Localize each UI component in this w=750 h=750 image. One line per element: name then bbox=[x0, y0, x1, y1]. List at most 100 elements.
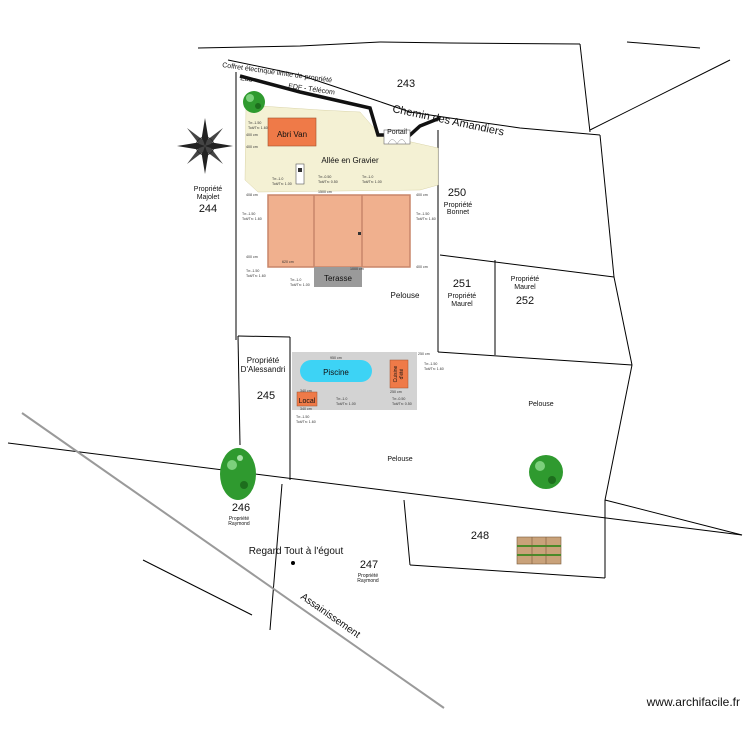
road-upper-edge bbox=[227, 59, 601, 136]
svg-text:Tn:-1.0: Tn:-1.0 bbox=[336, 397, 347, 401]
parcel-252-number: 252 bbox=[516, 295, 534, 307]
svg-text:1500 cm: 1500 cm bbox=[318, 190, 332, 194]
svg-text:1000 cm: 1000 cm bbox=[350, 267, 364, 271]
boundary-lower-left bbox=[142, 559, 253, 616]
boundary-left-lower bbox=[237, 335, 241, 446]
regard-point bbox=[291, 561, 295, 565]
svg-text:620 cm: 620 cm bbox=[282, 260, 294, 264]
boundary-248-bottom bbox=[409, 564, 606, 579]
parcel-248-number: 248 bbox=[471, 530, 489, 542]
dimension-labels: Tn:-1.50 Toit/Tn: 1.60 400 cm 400 cm Tn:… bbox=[242, 121, 444, 424]
boundary-far-right bbox=[604, 499, 743, 536]
parcel-245-number: 245 bbox=[257, 390, 275, 402]
svg-text:Toit/Tn: 0.50: Toit/Tn: 0.50 bbox=[392, 402, 412, 406]
compass-rose-icon bbox=[177, 118, 233, 174]
parcel-252-owner-1: Propriété bbox=[511, 276, 540, 283]
svg-text:Toit/Tn: 1.60: Toit/Tn: 1.60 bbox=[248, 126, 268, 130]
road-line bbox=[239, 74, 441, 137]
pelouse-1-label: Pelouse bbox=[391, 291, 420, 300]
piscine bbox=[300, 360, 372, 382]
parcel-246-number: 246 bbox=[232, 502, 250, 514]
boundary-246-247 bbox=[269, 483, 283, 631]
svg-text:Tn:-1.0: Tn:-1.0 bbox=[362, 175, 373, 179]
svg-text:Toit/Tn: 1.60: Toit/Tn: 1.60 bbox=[242, 217, 262, 221]
cuisine-label-1: Cuisine bbox=[393, 365, 399, 382]
svg-text:Toit/Tn: 1.60: Toit/Tn: 1.60 bbox=[424, 367, 444, 371]
svg-text:250 cm: 250 cm bbox=[418, 352, 430, 356]
tree-icon-246 bbox=[220, 448, 256, 500]
portail-label: Portail bbox=[387, 129, 407, 136]
parcel-251-owner-2: Maurel bbox=[451, 301, 473, 308]
svg-text:950 cm: 950 cm bbox=[330, 356, 342, 360]
pelouse-3-label: Pelouse bbox=[387, 456, 412, 463]
local-label: Local bbox=[299, 398, 316, 405]
svg-text:400 cm: 400 cm bbox=[246, 145, 258, 149]
svg-text:Tn:-1.50: Tn:-1.50 bbox=[242, 212, 255, 216]
boundary-250-right bbox=[599, 134, 615, 278]
parcel-247-owner-2: Raymond bbox=[357, 578, 379, 584]
parcel-251-owner-1: Propriété bbox=[448, 293, 477, 300]
parcel-boundaries bbox=[7, 41, 743, 631]
parcel-251-number: 251 bbox=[453, 278, 471, 290]
vehicle-wheel-icon bbox=[298, 168, 302, 172]
house-roof bbox=[267, 194, 411, 268]
svg-text:Toit/Tn: 1.00: Toit/Tn: 1.00 bbox=[272, 182, 292, 186]
terrasse bbox=[314, 267, 362, 287]
road-coffret-note: Coffret électrique limite de propriété bbox=[222, 62, 333, 84]
parcel-250-number: 250 bbox=[448, 187, 466, 199]
parcel-247-owner-1: Propriété bbox=[358, 573, 379, 579]
svg-text:Tn:-1.50: Tn:-1.50 bbox=[296, 415, 309, 419]
portail-swing-icon bbox=[387, 139, 407, 145]
terrasse-label: Terasse bbox=[324, 274, 353, 283]
parcel-244-owner-1: Propriété bbox=[194, 186, 223, 193]
road-eau-label: Eau bbox=[240, 75, 253, 84]
vehicle-icon bbox=[295, 163, 305, 185]
boundary-245-top bbox=[237, 335, 291, 338]
parcel-247-number: 247 bbox=[360, 559, 378, 571]
abri-van bbox=[267, 117, 317, 147]
svg-text:Tn:-1.0: Tn:-1.0 bbox=[290, 278, 301, 282]
parcel-244-owner-2: Majolet bbox=[197, 194, 220, 201]
parcel-250-owner-1: Propriété bbox=[444, 202, 473, 209]
boundary-south-diag bbox=[7, 442, 743, 536]
svg-text:400 cm: 400 cm bbox=[416, 193, 428, 197]
parcel-244-number: 244 bbox=[199, 203, 217, 215]
cuisine-label-2: d'été bbox=[399, 368, 405, 379]
boundary-top-left bbox=[197, 41, 581, 49]
svg-text:Tn:-1.0: Tn:-1.0 bbox=[272, 177, 283, 181]
cuisine-ete bbox=[389, 359, 409, 389]
tree-icon-top bbox=[243, 91, 265, 113]
boundary-251-bottom bbox=[437, 351, 633, 366]
pelouse-2-label: Pelouse bbox=[528, 401, 553, 408]
svg-text:400 cm: 400 cm bbox=[416, 265, 428, 269]
boundary-252-right bbox=[613, 276, 633, 366]
parcel-246-owner-1: Propriété bbox=[229, 516, 250, 522]
svg-text:400 cm: 400 cm bbox=[246, 255, 258, 259]
parcel-245-owner-2: D'Alessandri bbox=[241, 365, 286, 374]
svg-text:Tn:-1.50: Tn:-1.50 bbox=[424, 362, 437, 366]
svg-text:340 cm: 340 cm bbox=[300, 389, 312, 393]
watermark[interactable]: www.archifacile.fr bbox=[646, 695, 740, 709]
boundary-248-left bbox=[403, 499, 411, 566]
svg-text:Tn:-1.50: Tn:-1.50 bbox=[416, 212, 429, 216]
boundary-top-right-edge bbox=[579, 43, 591, 133]
svg-text:250 cm: 250 cm bbox=[390, 390, 402, 394]
svg-text:Toit/Tn: 1.60: Toit/Tn: 1.60 bbox=[296, 420, 316, 424]
abri-van-label: Abri Van bbox=[277, 130, 307, 139]
svg-text:Toit/Tn: 1.60: Toit/Tn: 1.60 bbox=[416, 217, 436, 221]
parcel-245-owner-1: Propriété bbox=[247, 356, 280, 365]
parcel-243-number: 243 bbox=[397, 78, 415, 90]
svg-text:Toit/Tn: 1.00: Toit/Tn: 1.00 bbox=[336, 402, 356, 406]
svg-text:Tn:-1.50: Tn:-1.50 bbox=[246, 269, 259, 273]
svg-text:Toit/Tn: 0.50: Toit/Tn: 0.50 bbox=[318, 180, 338, 184]
boundary-right-diag bbox=[589, 59, 731, 131]
parcel-250-owner-2: Bonnet bbox=[447, 209, 469, 216]
parcel-246-owner-2: Raymond bbox=[228, 521, 250, 527]
vegetable-garden-icon bbox=[516, 536, 562, 565]
svg-text:Tn:-0.50: Tn:-0.50 bbox=[318, 175, 331, 179]
boundary-251-top bbox=[439, 254, 615, 278]
sewer-line bbox=[21, 412, 445, 709]
parcel-252-owner-2: Maurel bbox=[514, 284, 536, 291]
svg-text:Toit/Tn: 1.00: Toit/Tn: 1.00 bbox=[290, 283, 310, 287]
svg-text:Tn:-0.50: Tn:-0.50 bbox=[392, 397, 405, 401]
